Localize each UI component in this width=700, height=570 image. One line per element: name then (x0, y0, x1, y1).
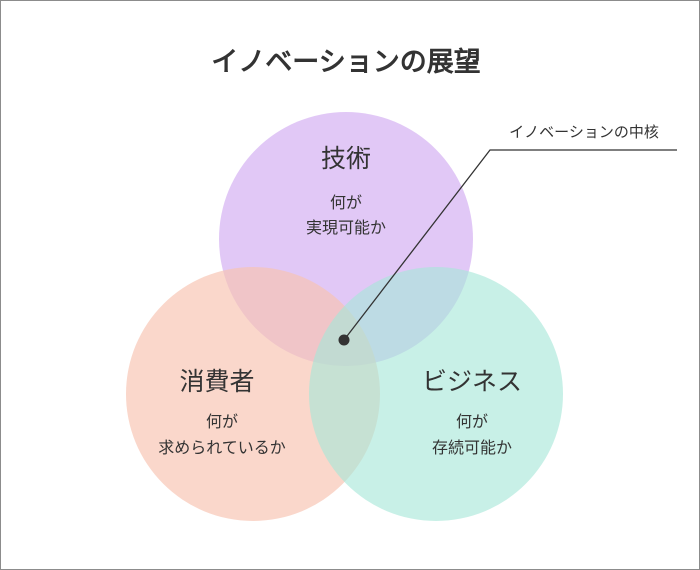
business-desc-line1: 何が (456, 412, 488, 431)
core-dot (338, 334, 350, 346)
consumer-circle (126, 267, 380, 521)
technology-label: 技術 (321, 144, 371, 173)
technology-desc-line2: 実現可能か (306, 218, 386, 237)
core-callout: イノベーションの中核 (338, 123, 677, 346)
callout-label: イノベーションの中核 (509, 123, 659, 141)
venn-circles (126, 112, 563, 521)
business-desc-line2: 存続可能か (432, 438, 512, 457)
business-circle (309, 267, 563, 521)
technology-labels: 技術 何が 実現可能か (306, 144, 386, 237)
consumer-desc-line1: 何が (206, 412, 238, 431)
consumer-labels: 消費者 何が 求められているか (158, 367, 286, 457)
business-label: ビジネス (422, 367, 522, 396)
technology-desc-line1: 何が (330, 193, 362, 212)
consumer-label: 消費者 (179, 367, 254, 396)
consumer-desc-line2: 求められているか (158, 438, 286, 457)
callout-leader-line (343, 149, 677, 341)
business-labels: ビジネス 何が 存続可能か (422, 367, 522, 457)
diagram-title: イノベーションの展望 (211, 47, 480, 78)
